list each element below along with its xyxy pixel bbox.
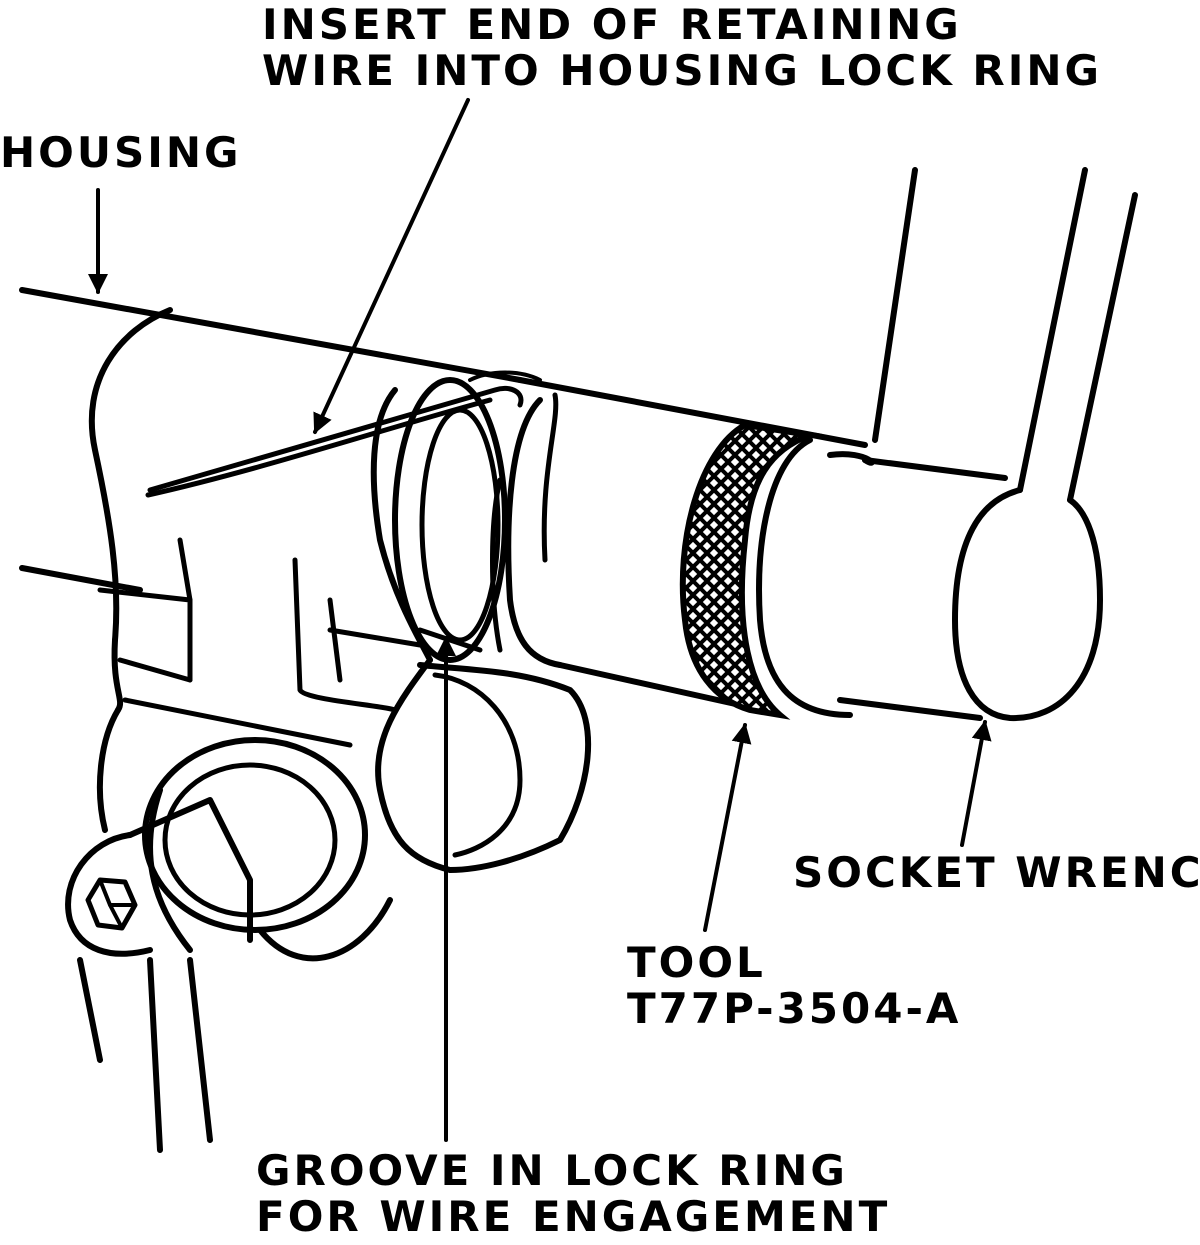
label-insert-wire-line2: WIRE INTO HOUSING LOCK RING [262,46,1102,95]
retaining-wire [145,370,542,498]
label-tool-line1: TOOL [627,938,766,987]
label-socket-wrench: SOCKET WRENCH [793,848,1200,897]
arrow-tool [703,723,752,932]
housing-casting [88,307,592,873]
knurled-band [679,421,822,720]
pitman-arm [65,797,253,1153]
lower-shaft [142,737,393,962]
label-groove-line1: GROOVE IN LOCK RING [256,1146,848,1195]
housing-tube [19,287,523,648]
label-insert-wire-line1: INSERT END OF RETAINING [262,0,962,49]
arrow-insert-wire [313,98,470,434]
arrow-socket-wrench [960,720,992,847]
socket-wrench [756,167,1138,722]
label-groove-line2: FOR WIRE ENGAGEMENT [256,1192,891,1241]
label-housing: HOUSING [0,128,242,177]
tool-body [490,377,868,708]
leader-arrows [88,98,992,1142]
label-tool-part-number: T77P-3504-A [627,984,962,1033]
